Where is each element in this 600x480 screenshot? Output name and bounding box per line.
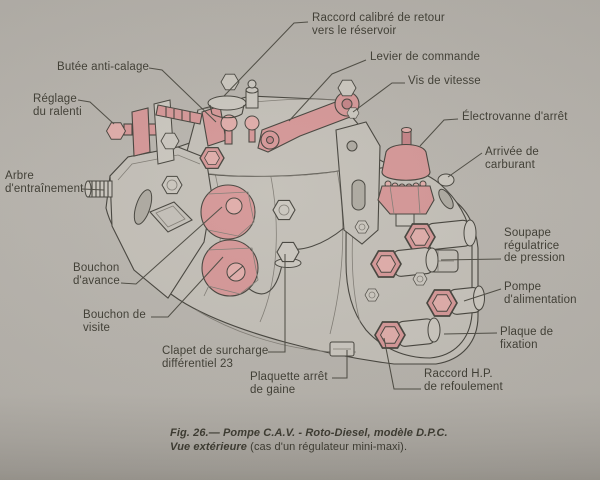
leader-lines — [77, 21, 502, 390]
hp-outlets — [370, 219, 485, 349]
label-arrivee: Arrivée de carburant — [485, 146, 539, 171]
leader-clapet — [268, 254, 286, 353]
leader-butee — [148, 67, 217, 123]
label-plaque-fixation: Plaque de fixation — [500, 326, 554, 351]
leader-bouchon-avance — [120, 206, 223, 285]
leader-levier — [288, 59, 367, 122]
label-pompe-alimentation: Pompe d'alimentation — [504, 281, 577, 306]
leader-arrivee — [447, 152, 483, 178]
leader-raccord-retour — [223, 21, 309, 97]
caption-subtitle-emphasis: Vue extérieure — [170, 440, 248, 453]
inspection-plug — [201, 239, 259, 297]
leader-electrovanne — [419, 118, 459, 147]
label-levier: Levier de commande — [370, 51, 481, 63]
leader-arbre — [81, 188, 105, 191]
leader-raccord-hp — [383, 337, 421, 390]
leader-plaquette — [332, 350, 348, 379]
caption-subtitle-rest: (cas d'un régulateur mini-maxi). — [247, 440, 408, 453]
label-clapet: Clapet de surcharge différentiel 23 — [162, 345, 269, 370]
label-raccord-hp: Raccord H.P. de refoulement — [424, 368, 503, 393]
cable-stop-plate — [329, 341, 355, 357]
support-bracket — [287, 121, 381, 250]
label-raccord-retour: Raccord calibré de retour vers le réserv… — [312, 12, 445, 37]
anti-stall-stop — [199, 105, 238, 170]
fuel-inlet — [437, 173, 455, 187]
caption-title: Fig. 26.— Pompe C.A.V. - Roto-Diesel, mo… — [170, 427, 448, 439]
leader-vis-vitesse — [352, 82, 405, 113]
label-bouchon-visite: Bouchon de visite — [83, 309, 146, 334]
fasteners — [161, 73, 428, 302]
leader-reglage — [77, 99, 115, 125]
advance-plug — [200, 184, 256, 240]
label-bouchon-avance: Bouchon d'avance — [73, 262, 120, 287]
label-vis-vitesse: Vis de vitesse — [408, 75, 481, 87]
label-soupape: Soupape régulatrice de pression — [504, 227, 566, 264]
label-arbre: Arbre d'entraînement — [5, 170, 84, 195]
leader-bouchon-visite — [151, 256, 224, 318]
leader-soupape — [440, 258, 502, 261]
leader-plaque-fixation — [443, 332, 498, 335]
shutoff-solenoid — [377, 127, 435, 227]
label-butee: Butée anti-calage — [57, 61, 150, 73]
label-reglage: Réglage du ralenti — [33, 93, 82, 118]
label-electrovanne: Électrovanne d'arrêt — [462, 111, 568, 123]
idle-adjust-screws — [106, 99, 203, 165]
leader-pompe-alimentation — [463, 288, 502, 302]
figure-caption: Fig. 26.— Pompe C.A.V. - Roto-Diesel, mo… — [170, 427, 448, 454]
label-plaquette: Plaquette arrêt de gaine — [250, 371, 328, 396]
